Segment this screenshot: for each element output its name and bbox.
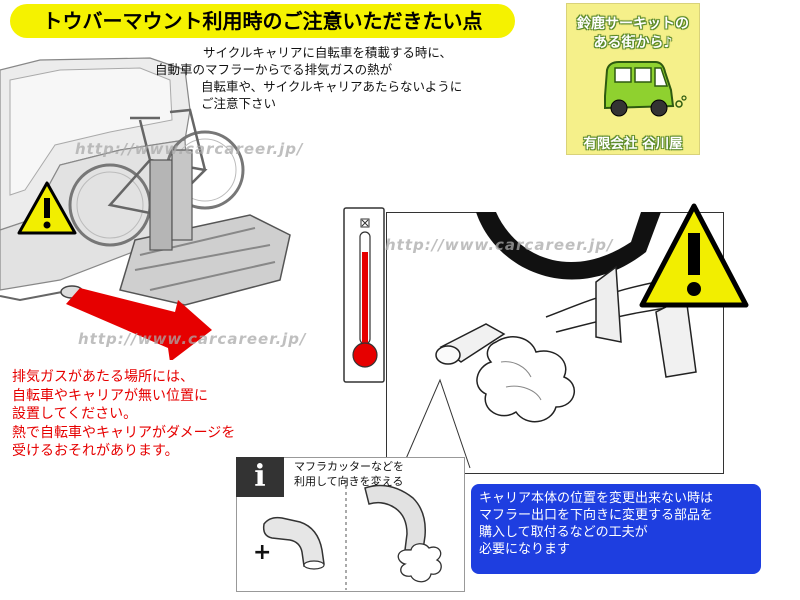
info-text: マフラカッターなどを 利用して向きを変える: [294, 459, 404, 489]
intro-line: 自転車や、サイクルキャリアあたらないように: [201, 79, 463, 94]
watermark: http://www.carcareer.jp/: [78, 330, 307, 348]
exhaust-arrow: [66, 288, 212, 360]
warning-line: 受けるおそれがあります。: [12, 443, 179, 459]
plus-sign: +: [253, 540, 272, 565]
exhaust-closeup-illustration: [386, 212, 724, 474]
callout-lines: [401, 378, 471, 469]
info-line: 利用して向きを変える: [294, 475, 404, 488]
van-icon: [604, 61, 687, 117]
logo-line: ある街から♪: [593, 35, 673, 51]
intro-line: ご注意下さい: [201, 96, 277, 111]
notice-line: キャリア本体の位置を変更出来ない時は: [479, 491, 714, 506]
company-name: 有限会社 谷川屋: [583, 136, 683, 152]
notice-box: キャリア本体の位置を変更出来ない時は マフラー出口を下向きに変更する部品を 購入…: [471, 484, 761, 574]
warning-line: 自転車やキャリアが無い位置に: [12, 387, 208, 404]
thermometer-icon: [343, 207, 385, 383]
page-title: トウバーマウント利用時のご注意いただきたい点: [10, 4, 515, 38]
warning-triangle-icon-large: [639, 203, 749, 308]
intro-text: サイクルキャリアに自転車を積載する時に、 自動車のマフラーからでる排気ガスの熱が…: [155, 44, 515, 112]
warning-line: 設置してください。: [12, 406, 138, 422]
warning-text: 排気ガスがあたる場所には、 自転車やキャリアが無い位置に 設置してください。 熱…: [12, 368, 312, 461]
logo-line: 鈴鹿サーキットの: [577, 16, 689, 32]
info-icon: i: [236, 457, 284, 497]
muffler-cutter-icon: [262, 516, 325, 570]
warning-line: 排気ガスがあたる場所には、: [12, 369, 194, 385]
intro-line: サイクルキャリアに自転車を積載する時に、: [203, 45, 453, 60]
bent-exhaust-icon: [364, 484, 442, 583]
notice-line: マフラー出口を下向きに変更する部品を: [479, 508, 714, 523]
notice-line: 購入して取付るなどの工夫が: [479, 525, 648, 540]
watermark: http://www.carcareer.jp/: [385, 236, 614, 254]
info-line: マフラカッターなどを: [294, 460, 404, 473]
warning-triangle-icon-small: [17, 181, 77, 235]
intro-line: 自動車のマフラーからでる排気ガスの熱が: [155, 62, 393, 77]
shop-logo: 鈴鹿サーキットの ある街から♪ 有限会社 谷川屋: [566, 3, 700, 155]
divider-line: [345, 480, 347, 590]
warning-line: 熱で自転車やキャリアがダメージを: [12, 424, 236, 441]
watermark: http://www.carcareer.jp/: [75, 140, 304, 158]
notice-line: 必要になります: [479, 542, 571, 557]
